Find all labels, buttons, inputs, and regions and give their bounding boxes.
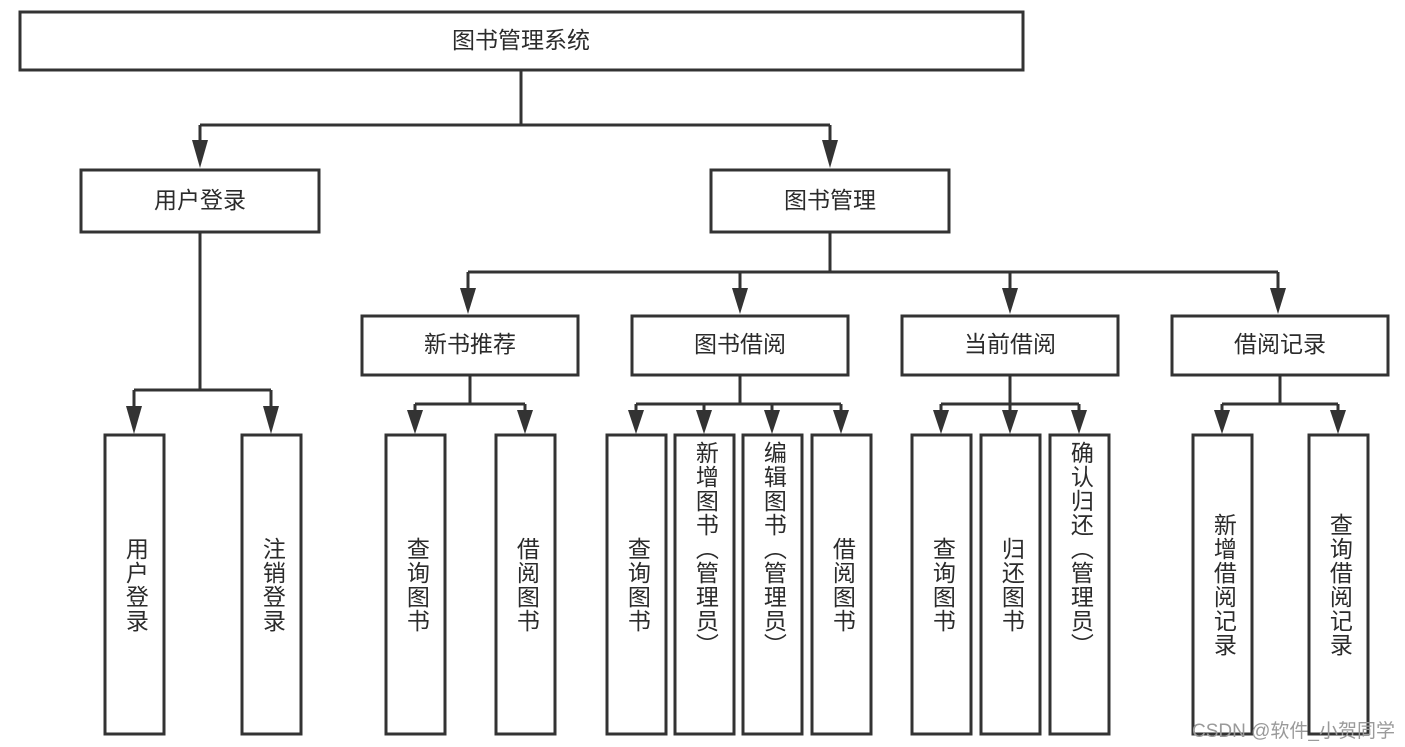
node-root[interactable]: 图书管理系统 <box>18 10 1025 72</box>
node-leaf-return-book[interactable] <box>979 433 1042 736</box>
node-leaf-query-borrow-record[interactable] <box>1307 433 1370 736</box>
edge-userlogin-to-leaves <box>126 232 279 434</box>
edge-newbook-to-leaves <box>407 375 533 434</box>
node-leaf-query-book-3[interactable] <box>910 433 973 736</box>
node-leaf-edit-book-admin[interactable] <box>741 433 804 736</box>
node-leaf-add-book-admin[interactable] <box>673 433 736 736</box>
edge-bookborrow-to-leaves <box>628 375 849 434</box>
node-leaf-borrow-book-2[interactable] <box>810 433 873 736</box>
node-leaf-add-borrow-record[interactable] <box>1191 433 1254 736</box>
node-book-management-label: 图书管理 <box>784 187 876 213</box>
node-leaf-query-book-2[interactable] <box>605 433 668 736</box>
leaf-boxes <box>103 433 1370 736</box>
node-leaf-query-book-1[interactable] <box>384 433 447 736</box>
node-user-login-label: 用户登录 <box>154 187 246 213</box>
node-current-borrow[interactable]: 当前借阅 <box>900 314 1120 377</box>
edge-borrowrecord-to-leaves <box>1214 375 1346 434</box>
node-leaf-logout[interactable] <box>240 433 303 736</box>
edge-bookmgmt-to-level3 <box>460 232 1286 314</box>
node-leaf-user-login[interactable] <box>103 433 166 736</box>
node-book-borrow-label: 图书借阅 <box>694 331 786 357</box>
node-borrow-record[interactable]: 借阅记录 <box>1170 314 1390 377</box>
node-new-book-recommend-label: 新书推荐 <box>424 331 516 357</box>
node-new-book-recommend[interactable]: 新书推荐 <box>360 314 580 377</box>
node-current-borrow-label: 当前借阅 <box>964 331 1056 357</box>
node-book-borrow[interactable]: 图书借阅 <box>630 314 850 377</box>
edge-root-to-level2 <box>192 70 838 168</box>
node-user-login[interactable]: 用户登录 <box>79 168 321 234</box>
node-leaf-borrow-book-1[interactable] <box>494 433 557 736</box>
edge-currentborrow-to-leaves <box>933 375 1087 434</box>
node-root-label: 图书管理系统 <box>452 27 590 53</box>
node-book-management[interactable]: 图书管理 <box>709 168 951 234</box>
node-leaf-confirm-return-admin[interactable] <box>1048 433 1111 736</box>
node-borrow-record-label: 借阅记录 <box>1234 331 1326 357</box>
